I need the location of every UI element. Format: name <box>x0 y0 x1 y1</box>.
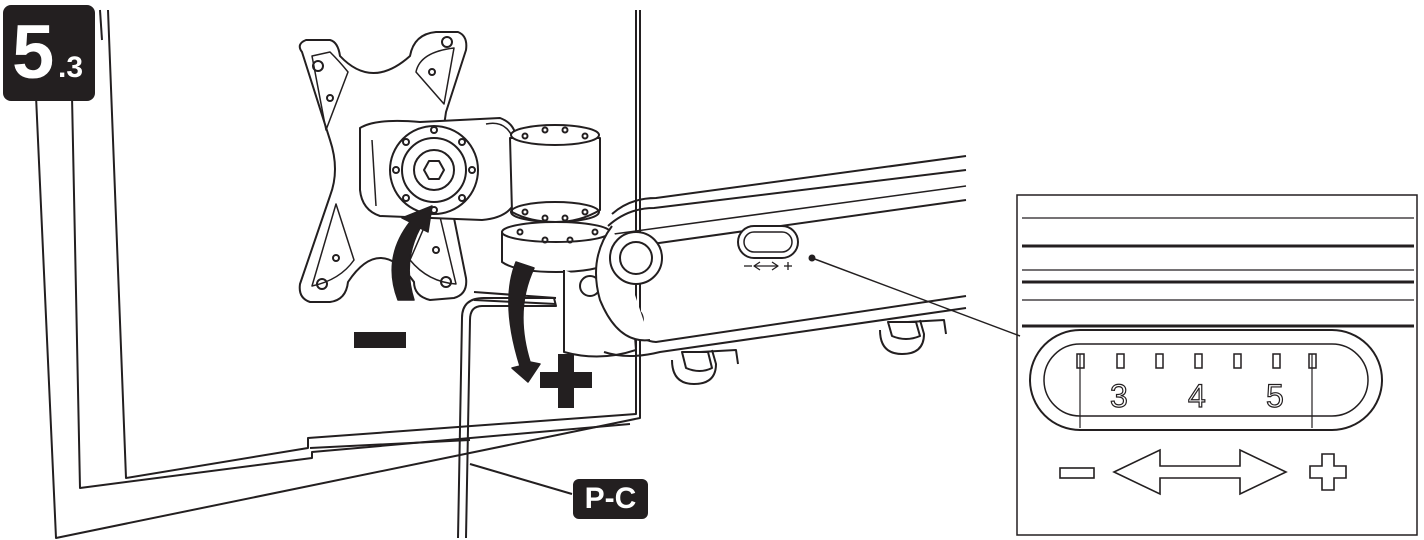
scale-number-4: 4 <box>1187 377 1206 414</box>
rotate-plus-arrow <box>508 261 541 383</box>
arm-scale-mini <box>744 261 792 271</box>
callout-leader <box>811 257 1021 337</box>
allen-key <box>457 297 573 539</box>
detail-inset <box>1016 194 1418 536</box>
step-sub-number: .3 <box>58 51 84 84</box>
scale-plus-icon <box>1309 453 1347 491</box>
vesa-plate <box>298 31 468 303</box>
step-number: 5 <box>12 10 55 95</box>
step-badge: 5 .3 <box>3 5 95 101</box>
minus-icon <box>354 332 406 348</box>
scale-number-5: 5 <box>1265 377 1284 414</box>
swivel-knuckle <box>473 124 644 358</box>
plus-icon <box>540 354 592 408</box>
gas-spring-arm <box>595 155 967 385</box>
scale-ticks <box>1076 353 1317 369</box>
scale-minus-icon <box>1059 467 1095 479</box>
tilt-head <box>359 117 517 221</box>
part-label: P-C <box>573 479 648 519</box>
rotate-minus-arrow <box>391 205 433 301</box>
monitor-outline <box>35 9 641 539</box>
scale-number-3: 3 <box>1109 377 1128 414</box>
double-arrow-icon <box>1112 448 1288 496</box>
